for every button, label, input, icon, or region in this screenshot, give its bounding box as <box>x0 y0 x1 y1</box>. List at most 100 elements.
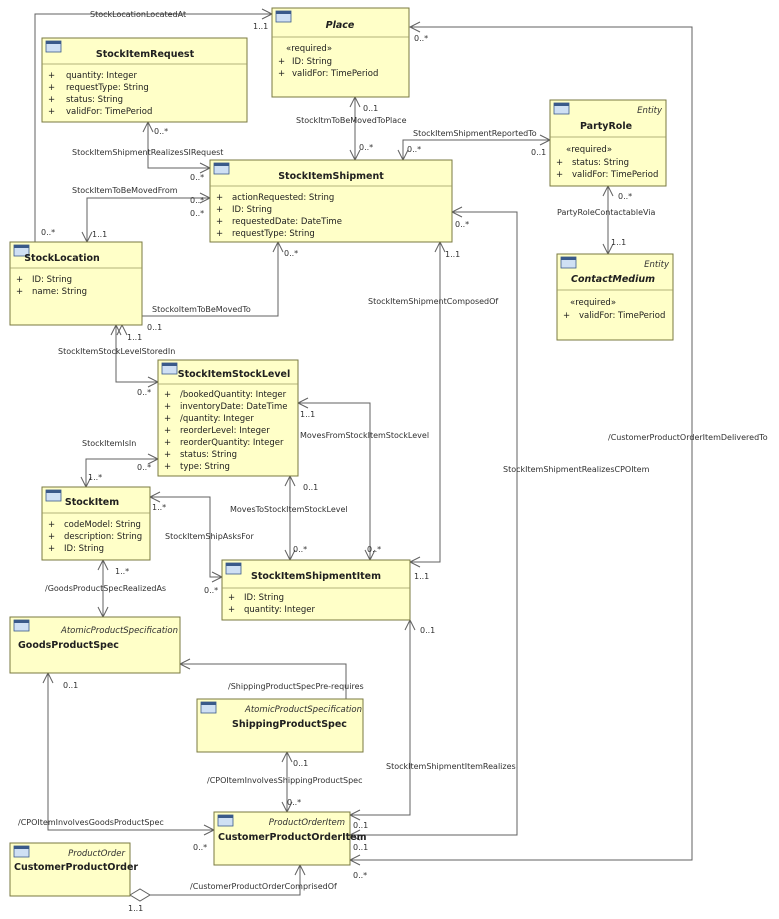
label-stockitemshipmentcomposedof: StockItemShipmentComposedOf <box>368 297 498 306</box>
svg-text:+: + <box>48 83 55 93</box>
multiplicity: 0..* <box>618 192 632 201</box>
svg-text:+: + <box>216 193 223 203</box>
multiplicity: 0..* <box>287 798 301 807</box>
attribute: validFor: TimePeriod <box>572 170 658 180</box>
class-stockitemshipmentitem[interactable]: StockItemShipmentItem +ID: String +quant… <box>221 559 411 621</box>
svg-text:+: + <box>16 287 23 297</box>
class-title: ShippingProductSpec <box>232 719 347 730</box>
label-partyrolecontactablevia: PartyRoleContactableVia <box>557 208 656 217</box>
multiplicity: 0..1 <box>303 483 318 492</box>
multiplicity: 0..* <box>455 220 469 229</box>
attribute: requestType: String <box>232 229 315 239</box>
svg-text:+: + <box>164 462 171 472</box>
label-stockitmtobemovedtoplace: StockItmToBeMovedToPlace <box>296 116 407 125</box>
multiplicity: 0..* <box>190 173 204 182</box>
multiplicity: 0..* <box>137 463 151 472</box>
class-stockitem[interactable]: StockItem +codeModel: String +descriptio… <box>41 486 151 561</box>
label-shippingproductspecprerequires: /ShippingProductSpecPre-requires <box>228 682 364 691</box>
class-partyrole[interactable]: Entity PartyRole «required» +status: Str… <box>549 99 667 187</box>
multiplicity: 1..1 <box>253 22 268 31</box>
stereotype: ProductOrder <box>68 849 125 859</box>
class-stockitemrequest[interactable]: StockItemRequest +quantity: Integer +req… <box>41 37 248 123</box>
class-goodsproductspec[interactable]: AtomicProductSpecification GoodsProductS… <box>9 616 181 674</box>
label-customerproductordercomprisedof: /CustomerProductOrderComprisedOf <box>190 882 337 891</box>
attribute: reorderQuantity: Integer <box>180 438 284 448</box>
svg-text:+: + <box>164 390 171 400</box>
attribute: ID: String <box>292 57 332 67</box>
multiplicity: 0..1 <box>147 323 162 332</box>
attribute: actionRequested: String <box>232 193 334 203</box>
label-stockoitemtobemovedto: StockoItemToBeMovedTo <box>152 305 251 314</box>
class-title: ContactMedium <box>571 274 655 285</box>
attribute: ID: String <box>32 275 72 285</box>
class-title: CustomerProductOrderItem <box>218 832 367 843</box>
multiplicity: 1..1 <box>300 410 315 419</box>
attribute: /bookedQuantity: Integer <box>180 390 287 400</box>
class-customerproductorder[interactable]: ProductOrder CustomerProductOrder <box>9 842 138 897</box>
attribute: status: String <box>66 95 123 105</box>
multiplicity: 0..* <box>293 545 307 554</box>
multiplicity: 0..* <box>137 388 151 397</box>
attribute: codeModel: String <box>64 520 141 530</box>
attribute: ID: String <box>232 205 272 215</box>
svg-text:+: + <box>216 217 223 227</box>
class-title: StockItemRequest <box>96 49 195 60</box>
label-stockitemstocklevelstoredin: StockItemStockLevelStoredIn <box>58 347 175 356</box>
class-contactmedium[interactable]: Entity ContactMedium «required» +validFo… <box>556 253 674 341</box>
multiplicity: 0..1 <box>353 821 368 830</box>
class-stockitemstocklevel[interactable]: StockItemStockLevel +/bookedQuantity: In… <box>157 359 299 477</box>
label-stockitemtobemovedfrom: StockItemToBeMovedFrom <box>72 186 178 195</box>
multiplicity: 0..1 <box>531 148 546 157</box>
class-title: StockItemShipmentItem <box>251 571 381 582</box>
label-customerproductorderitemdeliveredto: /CustomerProductOrderItemDeliveredTo <box>608 433 768 442</box>
attribute: status: String <box>180 450 237 460</box>
class-title: CustomerProductOrder <box>14 862 138 873</box>
class-stockitemshipment[interactable]: StockItemShipment +actionRequested: Stri… <box>209 159 453 243</box>
svg-text:+: + <box>48 107 55 117</box>
multiplicity: 0..* <box>284 249 298 258</box>
svg-text:+: + <box>563 311 570 321</box>
svg-text:+: + <box>278 57 285 67</box>
constraint-text: «required» <box>570 298 616 308</box>
multiplicity: 0..* <box>193 843 207 852</box>
class-shippingproductspec[interactable]: AtomicProductSpecification ShippingProdu… <box>196 698 364 753</box>
constraint-text: «required» <box>566 145 612 155</box>
multiplicity: 0..* <box>359 143 373 152</box>
class-place[interactable]: Place «required» +ID: String +validFor: … <box>271 7 410 98</box>
attribute: /quantity: Integer <box>180 414 254 424</box>
attribute: status: String <box>572 158 629 168</box>
multiplicity: 1..1 <box>92 230 107 239</box>
multiplicity: 1..* <box>152 503 166 512</box>
svg-text:+: + <box>164 450 171 460</box>
label-movesfromstockitemstocklevel: MovesFromStockItemStockLevel <box>300 431 429 440</box>
label-goodsproductspecrealizedas: /GoodsProductSpecRealizedAs <box>45 584 166 593</box>
class-stocklocation[interactable]: StockLocation +ID: String +name: String <box>9 241 143 326</box>
multiplicity: 0..* <box>41 228 55 237</box>
svg-text:+: + <box>216 229 223 239</box>
svg-text:+: + <box>16 275 23 285</box>
label-stockitemshipmentitemrealizes: StockItemShipmentItemRealizes <box>386 762 516 771</box>
stereotype: Entity <box>644 260 670 270</box>
multiplicity: 0..* <box>190 209 204 218</box>
association-labels: StockLocationLocatedAt StockItmToBeMoved… <box>18 10 768 891</box>
multiplicity: 0..1 <box>420 626 435 635</box>
class-title: GoodsProductSpec <box>18 640 119 651</box>
svg-text:+: + <box>164 426 171 436</box>
class-title: PartyRole <box>580 121 632 132</box>
multiplicity: 0..* <box>367 545 381 554</box>
attribute: inventoryDate: DateTime <box>180 402 287 412</box>
label-stockitemshipmentreportedto: StockItemShipmentReportedTo <box>413 129 537 138</box>
multiplicity: 1..* <box>115 567 129 576</box>
attribute: name: String <box>32 287 87 297</box>
multiplicity: 0..1 <box>353 843 368 852</box>
multiplicity: 1..1 <box>414 572 429 581</box>
class-title: Place <box>326 20 355 31</box>
class-customerproductorderitem[interactable]: ProductOrderItem CustomerProductOrderIte… <box>213 811 367 866</box>
class-title: StockItem <box>65 497 119 508</box>
stereotype: Entity <box>637 106 663 116</box>
svg-text:+: + <box>164 402 171 412</box>
label-stockitemshipasksfor: StockItemShipAsksFor <box>165 532 254 541</box>
svg-text:+: + <box>278 69 285 79</box>
attribute: type: String <box>180 462 230 472</box>
